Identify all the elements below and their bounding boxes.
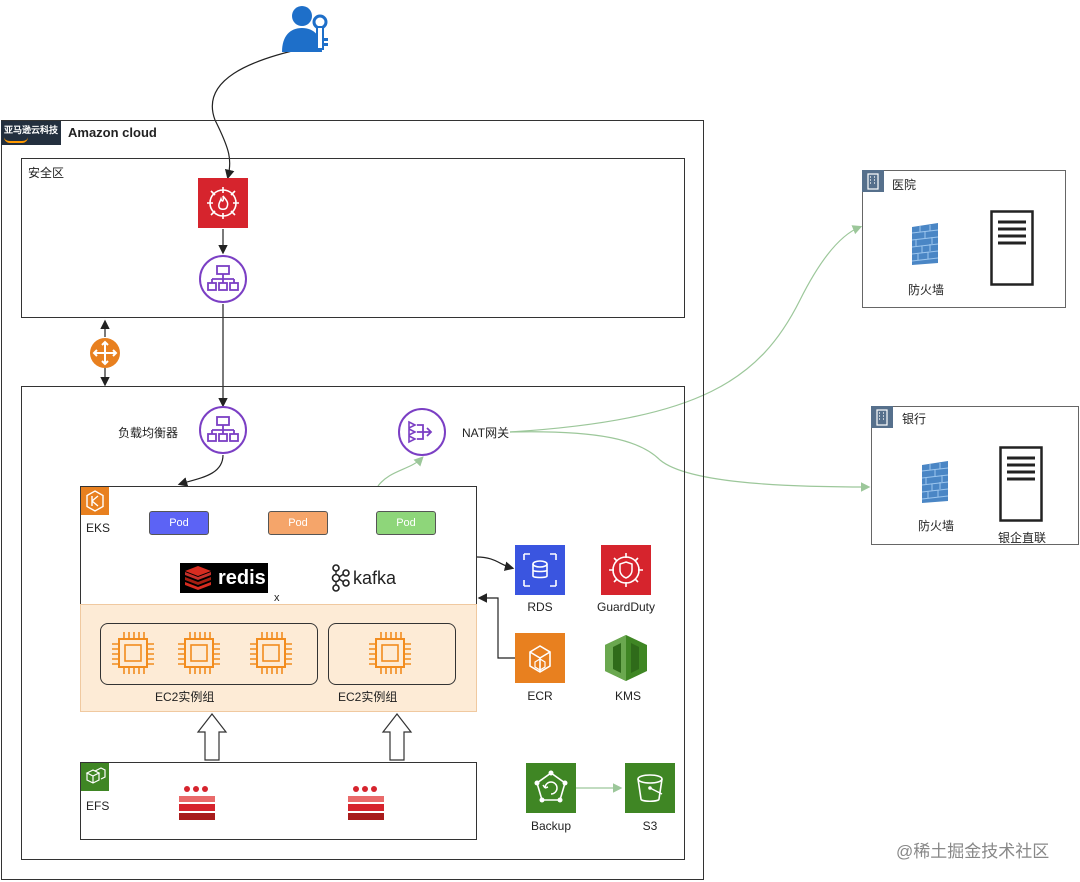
application-zone — [21, 386, 685, 860]
efs-box — [80, 762, 477, 840]
nat-gateway-label: NAT网关 — [462, 426, 510, 440]
redis-logo: redis — [180, 563, 268, 593]
building-icon — [862, 170, 884, 192]
s3-bucket-icon — [625, 763, 675, 813]
pod-orange: Pod — [268, 511, 328, 535]
pod-green: Pod — [376, 511, 436, 535]
server-icon — [999, 446, 1043, 522]
redis-icon — [185, 566, 211, 590]
load-balancer-icon-top — [198, 254, 248, 304]
user-key-icon — [280, 2, 332, 54]
kms-icon — [603, 633, 649, 683]
s3-label: S3 — [642, 819, 658, 833]
cloud-title: Amazon cloud — [68, 125, 157, 140]
kafka-icon — [331, 564, 350, 592]
eks-cluster-box — [80, 486, 477, 606]
ec2-group-1-label: EC2实例组 — [155, 690, 215, 704]
ecr-icon — [515, 633, 565, 683]
watermark: @稀土掘金技术社区 — [896, 842, 1050, 861]
amazon-cloud-container — [1, 120, 704, 880]
load-balancer-icon — [198, 405, 248, 455]
ec2-chip-icon — [367, 630, 413, 676]
ec2-chip-icon — [248, 630, 294, 676]
guardduty-label: GuardDuty — [596, 600, 656, 614]
waf-firewall-icon — [198, 178, 248, 228]
brand-smile-icon — [4, 137, 28, 143]
bank-server-label: 银企直联 — [997, 531, 1047, 545]
rds-icon — [515, 545, 565, 595]
router-icon — [89, 337, 121, 369]
ec2-chip-icon — [176, 630, 222, 676]
eks-icon — [81, 487, 109, 515]
load-balancer-label: 负载均衡器 — [118, 426, 179, 440]
security-zone-title: 安全区 — [28, 166, 65, 180]
kafka-logo: kafka — [330, 563, 398, 593]
kafka-label: kafka — [353, 567, 397, 588]
ec2-group-1 — [100, 623, 318, 685]
bank-box — [871, 406, 1079, 545]
backup-icon — [526, 763, 576, 813]
hospital-title: 医院 — [892, 178, 917, 192]
ec2-chip-icon — [110, 630, 156, 676]
rds-label: RDS — [527, 600, 553, 614]
firewall-brick-icon — [920, 459, 950, 505]
efs-icon — [81, 763, 109, 791]
hospital-box — [862, 170, 1066, 308]
efs-file-system-icon — [177, 784, 217, 822]
pod-blue: Pod — [149, 511, 209, 535]
server-icon — [990, 210, 1034, 286]
ecr-label: ECR — [527, 689, 553, 703]
firewall-brick-icon — [910, 221, 940, 267]
efs-label: EFS — [86, 799, 110, 813]
bank-firewall-label: 防火墙 — [917, 519, 955, 533]
eks-label: EKS — [86, 521, 111, 535]
brand-text: 亚马逊云科技 — [4, 125, 59, 135]
redis-label: redis — [218, 566, 266, 589]
amazon-cloud-logo: 亚马逊云科技 — [1, 121, 61, 145]
nat-gateway-icon — [397, 407, 447, 457]
efs-file-system-icon — [346, 784, 386, 822]
ec2-group-2-label: EC2实例组 — [338, 690, 398, 704]
x-mark: x — [274, 592, 280, 604]
ec2-group-2 — [328, 623, 456, 685]
security-zone — [21, 158, 685, 318]
hospital-firewall-label: 防火墙 — [907, 283, 945, 297]
backup-label: Backup — [530, 819, 572, 833]
bank-title: 银行 — [902, 412, 927, 426]
guardduty-icon — [601, 545, 651, 595]
kms-label: KMS — [614, 689, 642, 703]
building-icon — [871, 406, 893, 428]
